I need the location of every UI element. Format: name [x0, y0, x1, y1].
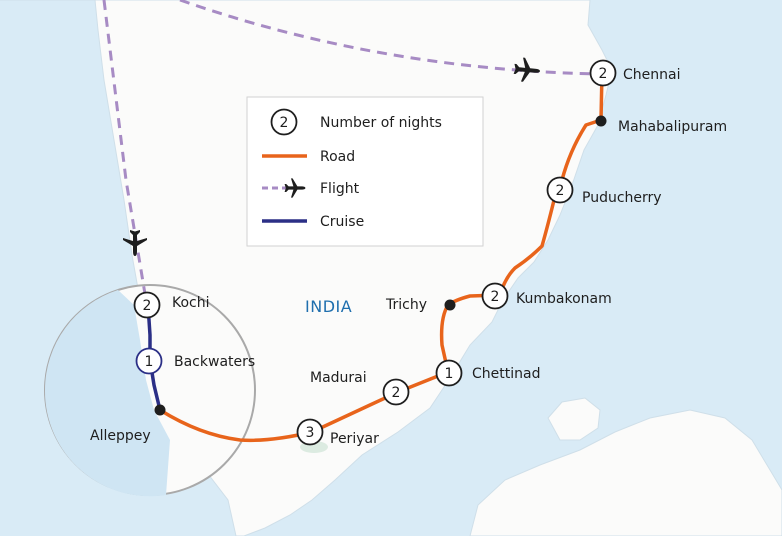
nights-badge-periyar: 3: [296, 418, 324, 446]
legend-cruise-label: Cruise: [320, 214, 364, 230]
airplane-icon: [284, 178, 306, 198]
nights-badge-chettinad: 1: [435, 359, 463, 387]
svg-text:2: 2: [599, 66, 608, 82]
svg-text:1: 1: [445, 366, 454, 382]
land-south-east: [469, 409, 782, 536]
place-label-alleppey: Alleppey: [90, 428, 151, 444]
svg-text:2: 2: [143, 298, 152, 314]
nights-badge-madurai: 2: [382, 378, 410, 406]
nights-badge-chennai: 2: [589, 59, 617, 87]
legend-nights-symbol: 2: [270, 108, 298, 136]
airplane-icon: [513, 57, 540, 82]
island-north-east: [547, 397, 601, 441]
stop-dot-alleppey: [154, 404, 166, 416]
nights-badge-kumbakonam: 2: [481, 282, 509, 310]
svg-text:1: 1: [145, 354, 154, 370]
legend-road-label: Road: [320, 149, 355, 165]
place-label-backwaters: Backwaters: [174, 354, 255, 370]
nights-badge-backwaters: 1: [135, 347, 163, 375]
legend: 2 Number of nights Road Flight Cruise: [246, 96, 484, 247]
place-label-puducherry: Puducherry: [582, 190, 662, 206]
place-label-chennai: Chennai: [623, 67, 680, 83]
legend-flight-label: Flight: [320, 181, 360, 197]
svg-text:2: 2: [392, 385, 401, 401]
nights-badge-puducherry: 2: [546, 176, 574, 204]
stop-dot-trichy: [444, 299, 456, 311]
svg-text:2: 2: [556, 183, 565, 199]
svg-text:2: 2: [280, 115, 289, 131]
country-label: INDIA: [305, 297, 352, 316]
svg-text:3: 3: [306, 425, 315, 441]
place-label-trichy: Trichy: [385, 297, 427, 313]
airplane-icon: [123, 230, 147, 256]
inset-sea: [44, 290, 170, 497]
place-label-periyar: Periyar: [330, 431, 379, 447]
place-label-kumbakonam: Kumbakonam: [516, 291, 612, 307]
nights-badge-kochi: 2: [133, 291, 161, 319]
place-label-chettinad: Chettinad: [472, 366, 540, 382]
place-label-mahabalipuram: Mahabalipuram: [618, 119, 727, 135]
flight-path-north: [179, 0, 601, 76]
flight-path-west: [102, 0, 148, 301]
stop-dot-mahabalipuram: [595, 115, 607, 127]
place-label-kochi: Kochi: [172, 295, 210, 311]
legend-nights-label: Number of nights: [320, 115, 442, 131]
place-label-madurai: Madurai: [310, 370, 367, 386]
svg-text:2: 2: [491, 289, 500, 305]
